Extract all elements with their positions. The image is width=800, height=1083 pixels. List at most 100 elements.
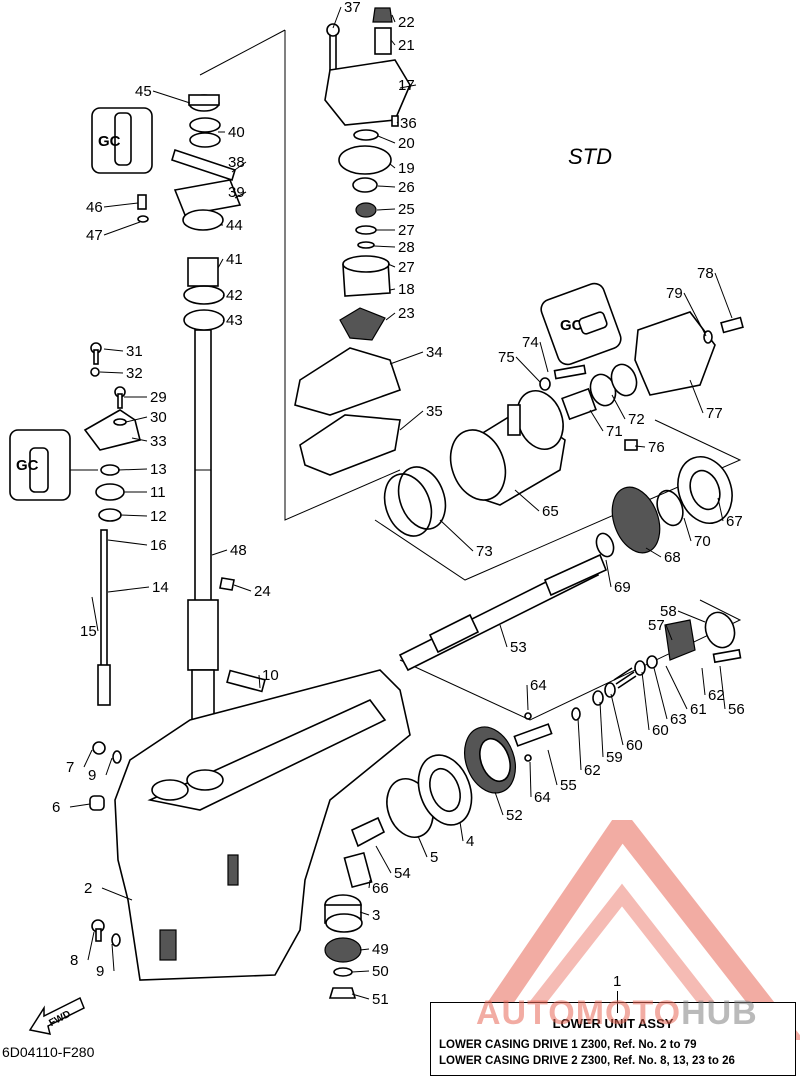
- callout-4: 4: [466, 833, 474, 850]
- lower-casing: [114, 669, 411, 981]
- leader-54: [375, 845, 392, 874]
- callout-37: 37: [344, 0, 361, 16]
- callout-21: 21: [398, 37, 415, 54]
- leader-74: [539, 341, 549, 373]
- leader-63: [653, 667, 668, 720]
- leader-10: [258, 674, 261, 689]
- leader-67: [717, 497, 724, 522]
- callout-30: 30: [150, 409, 167, 426]
- callout-9: 9: [96, 963, 104, 980]
- leader-14: [107, 586, 150, 593]
- figure-code: 6D04110-F280: [2, 1044, 95, 1060]
- callout-45: 45: [135, 83, 152, 100]
- leader-6: [69, 803, 91, 808]
- leader-52: [494, 791, 504, 816]
- leader-27: [387, 263, 396, 268]
- leader-39: [234, 191, 247, 199]
- leader-59: [599, 701, 604, 758]
- callout-52: 52: [506, 807, 523, 824]
- leader-65: [514, 489, 540, 512]
- leader-64: [529, 761, 532, 798]
- callout-12: 12: [150, 508, 167, 525]
- callout-73: 73: [476, 543, 493, 560]
- leader-9: [111, 943, 115, 972]
- leader-28: [373, 245, 396, 248]
- leader-62: [701, 667, 706, 696]
- callout-13: 13: [150, 461, 167, 478]
- callout-56: 56: [728, 701, 745, 718]
- leader-8: [87, 931, 95, 961]
- callout-28: 28: [398, 239, 415, 256]
- leader-2: [101, 887, 133, 901]
- note-title: LOWER UNIT ASSY: [552, 1016, 674, 1031]
- callout-51: 51: [372, 991, 389, 1008]
- svg-text:GC: GC: [98, 133, 121, 150]
- callout-67: 67: [726, 513, 743, 530]
- callout-33: 33: [150, 433, 167, 450]
- callout-36: 36: [400, 115, 417, 132]
- leader-lines: [69, 6, 733, 1000]
- callout-57: 57: [648, 617, 665, 634]
- callout-27: 27: [398, 222, 415, 239]
- leader-60: [641, 671, 650, 731]
- leader-46: [103, 202, 139, 208]
- leader-33: [131, 437, 148, 442]
- callout-2: 2: [84, 880, 92, 897]
- callout-8: 8: [70, 952, 78, 969]
- note-line-1: LOWER CASING DRIVE 1 Z300, Ref. No. 2 to…: [439, 1039, 697, 1051]
- callout-72: 72: [628, 411, 645, 428]
- callout-7: 7: [66, 759, 74, 776]
- callout-41: 41: [226, 251, 243, 268]
- leader-38: [231, 161, 247, 173]
- callout-55: 55: [560, 777, 577, 794]
- callout-40: 40: [228, 124, 245, 141]
- leader-12: [119, 514, 148, 517]
- gc-lubricant-box-upper: GC: [91, 107, 153, 174]
- leader-47: [103, 221, 141, 236]
- propeller-shaft-housing: [383, 390, 566, 537]
- leader-34: [389, 351, 424, 365]
- callout-49: 49: [372, 941, 389, 958]
- callout-76: 76: [648, 439, 665, 456]
- callout-14: 14: [152, 579, 169, 596]
- watermark-text: AUTOMOTOHUB: [476, 994, 758, 1033]
- callout-16: 16: [150, 537, 167, 554]
- water-pump-group: [294, 7, 411, 476]
- leader-18: [389, 288, 396, 291]
- callout-59: 59: [606, 749, 623, 766]
- leader-20: [377, 135, 396, 144]
- callout-74: 74: [522, 334, 539, 351]
- leader-9: [105, 757, 113, 776]
- callout-62: 62: [708, 687, 725, 704]
- callout-32: 32: [126, 365, 143, 382]
- leader-22: [391, 14, 396, 23]
- callout-60: 60: [626, 737, 643, 754]
- callout-27: 27: [398, 259, 415, 276]
- leader-73: [439, 519, 474, 552]
- leader-21: [390, 39, 396, 46]
- callout-24: 24: [254, 583, 271, 600]
- callout-60: 60: [652, 722, 669, 739]
- callout-78: 78: [697, 265, 714, 282]
- callout-65: 65: [542, 503, 559, 520]
- callout-17: 17: [398, 77, 415, 94]
- forward-gear-group: [386, 726, 516, 838]
- callout-15: 15: [80, 623, 97, 640]
- callout-35: 35: [426, 403, 443, 420]
- leader-75: [515, 356, 541, 383]
- callout-58: 58: [660, 603, 677, 620]
- callout-26: 26: [398, 179, 415, 196]
- leader-61: [665, 665, 688, 710]
- callout-61: 61: [690, 701, 707, 718]
- leader-71: [589, 409, 604, 432]
- callout-54: 54: [394, 865, 411, 882]
- callout-48: 48: [230, 542, 247, 559]
- leader-35: [399, 410, 424, 431]
- callout-6: 6: [52, 799, 60, 816]
- callout-43: 43: [226, 312, 243, 329]
- pinion-group: [324, 816, 386, 999]
- leader-36: [396, 121, 399, 124]
- callout-50: 50: [372, 963, 389, 980]
- callout-38: 38: [228, 154, 245, 171]
